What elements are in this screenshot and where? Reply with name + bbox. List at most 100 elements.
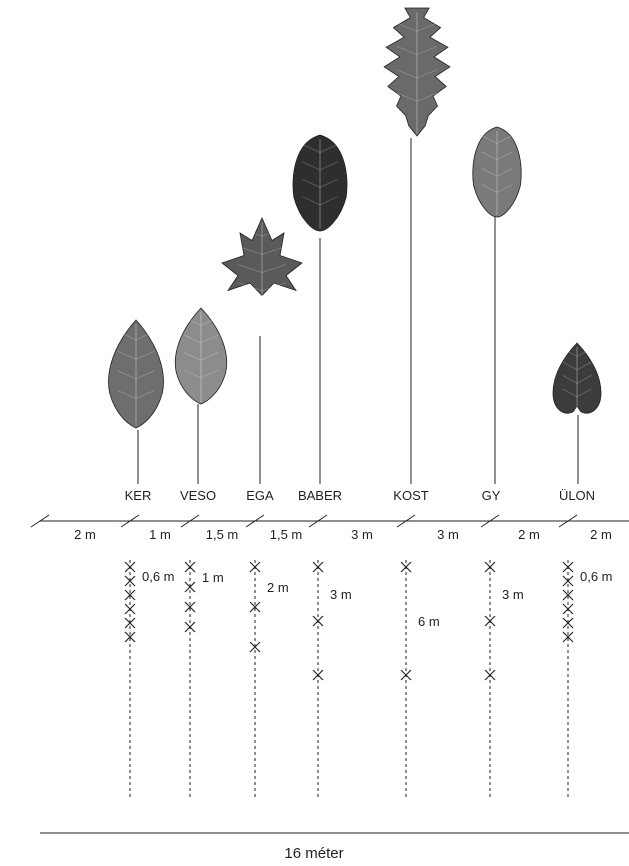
leaf-gy — [472, 126, 522, 218]
leaf-illustrations — [108, 7, 602, 429]
total-width: 16 méter — [40, 832, 629, 862]
in-row-spacing-label: 3 m — [502, 587, 524, 602]
leaf-ker — [108, 319, 164, 429]
plant-marker — [124, 631, 136, 643]
leaf-vein — [302, 161, 338, 171]
leaf-blade — [221, 217, 303, 297]
leaf-ega — [221, 217, 303, 316]
species-label-gy: GY — [482, 488, 501, 503]
planting-row-ega: 2 m — [249, 560, 289, 800]
plant-marker — [124, 575, 136, 587]
plant-marker — [249, 641, 261, 653]
plant-marker — [124, 603, 136, 615]
plant-marker — [249, 561, 261, 573]
plant-marker — [184, 601, 196, 613]
planting-row-gy: 3 m — [484, 560, 524, 800]
planting-row-baber: 3 m — [312, 560, 352, 800]
leaf-vein — [302, 196, 338, 206]
leaf-vein — [237, 245, 287, 255]
row-spacing-label: 2 m — [74, 527, 96, 542]
in-row-spacing-label: 0,6 m — [142, 569, 175, 584]
species-label-veso: VESO — [180, 488, 216, 503]
leaf-vein — [237, 282, 287, 292]
leaf-stem-lines — [137, 138, 579, 484]
leaf-blade — [383, 7, 451, 137]
leaf-vein — [562, 388, 592, 398]
plant-marker — [562, 575, 574, 587]
planting-row-veso: 1 m — [184, 560, 224, 800]
leaf-vein — [481, 151, 513, 161]
in-row-spacing-label: 1 m — [202, 570, 224, 585]
row-spacing-label: 3 m — [351, 527, 373, 542]
leaf-vein — [237, 227, 287, 237]
species-label-ker: KER — [125, 488, 152, 503]
species-label-kost: KOST — [393, 488, 428, 503]
planting-row-ülon: 0,6 m — [562, 560, 613, 800]
row-spacing-label: 2 m — [590, 527, 612, 542]
leaf-vein — [183, 352, 219, 361]
leaf-blade — [292, 134, 348, 232]
leaf-vein — [117, 350, 155, 360]
leaf-blade — [108, 319, 164, 429]
row-spacing-label: 1,5 m — [206, 527, 239, 542]
leaf-vein — [302, 179, 338, 188]
leaf-ülon — [552, 342, 602, 415]
plant-marker — [312, 615, 324, 627]
leaf-baber — [292, 134, 348, 232]
species-label-ülon: ÜLON — [559, 488, 595, 503]
species-label-baber: BABER — [298, 488, 342, 503]
axis-tick — [558, 514, 578, 528]
leaf-veso — [174, 307, 228, 405]
row-spacing-axis: 2 m 1 m 1,5 m 1,5 m 3 m 3 m 2 m 2 m — [30, 514, 629, 542]
leaf-vein — [117, 370, 155, 380]
leaf-vein — [117, 331, 155, 341]
axis-tick — [245, 514, 265, 528]
plant-marker — [484, 615, 496, 627]
total-width-label: 16 méter — [284, 845, 343, 862]
plant-marker — [184, 621, 196, 633]
plant-marker — [562, 561, 574, 573]
planting-row-ker: 0,6 m — [124, 560, 175, 800]
leaf-vein — [397, 69, 437, 79]
leaf-vein — [481, 135, 513, 144]
row-spacing-label: 1 m — [149, 527, 171, 542]
axis-tick — [480, 514, 500, 528]
plant-marker — [562, 631, 574, 643]
row-spacing-label: 3 m — [437, 527, 459, 542]
axis-tick — [120, 514, 140, 528]
row-spacing-label: 1,5 m — [270, 527, 303, 542]
plant-marker — [184, 561, 196, 573]
plant-marker — [400, 561, 412, 573]
plant-marker — [124, 589, 136, 601]
plant-marker — [312, 669, 324, 681]
leaf-vein — [397, 92, 437, 102]
axis-tick — [180, 514, 200, 528]
plant-marker — [124, 561, 136, 573]
row-spacing-label: 2 m — [518, 527, 540, 542]
leaf-blade — [472, 126, 522, 218]
leaf-blade — [552, 342, 602, 414]
in-row-spacing-label: 0,6 m — [580, 569, 613, 584]
leaf-vein — [481, 184, 513, 193]
leaf-vein — [237, 264, 287, 273]
leaf-vein — [562, 348, 592, 357]
leaf-blade — [174, 307, 228, 405]
axis-tick — [308, 514, 328, 528]
leaf-kost — [383, 7, 451, 137]
leaf-vein — [397, 46, 437, 55]
in-row-spacing-label: 2 m — [267, 580, 289, 595]
plant-marker — [124, 617, 136, 629]
plant-marker — [562, 603, 574, 615]
plant-marker — [249, 601, 261, 613]
leaf-vein — [183, 369, 219, 379]
leaf-vein — [183, 334, 219, 344]
leaf-vein — [562, 375, 592, 384]
plant-marker — [312, 561, 324, 573]
planting-rows: 0,6 m 1 m 2 m 3 m 6 m 3 m 0,6 m — [124, 560, 613, 800]
plant-marker — [400, 669, 412, 681]
axis-tick — [30, 514, 50, 528]
planting-row-kost: 6 m — [400, 560, 440, 800]
leaf-vein — [183, 317, 219, 326]
